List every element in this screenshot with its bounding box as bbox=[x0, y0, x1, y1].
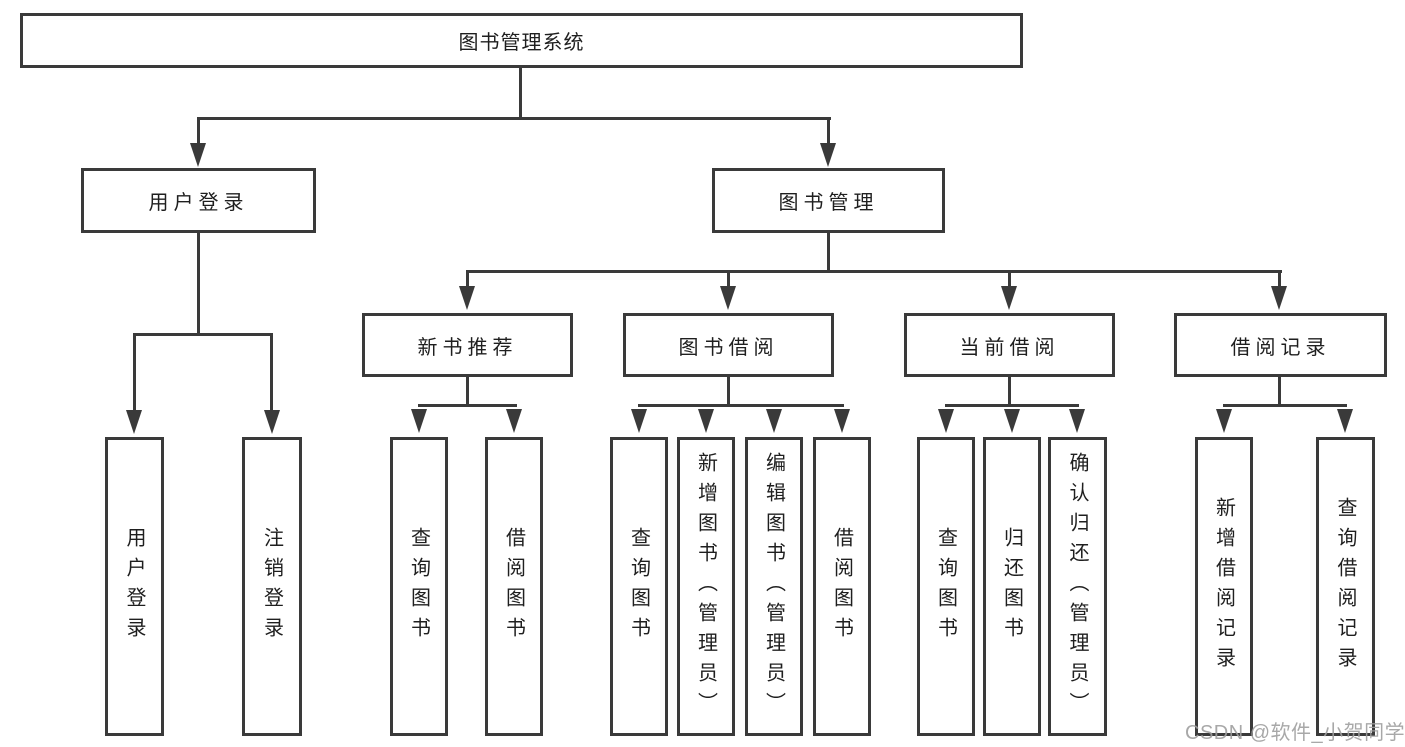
arrowhead-down-icon bbox=[1001, 286, 1017, 310]
connector-stem bbox=[197, 117, 200, 147]
arrowhead-down-icon bbox=[190, 143, 206, 167]
leaf-confirm-return-admin: 确认归还（管理员） bbox=[1048, 437, 1107, 736]
arrowhead-down-icon bbox=[1004, 409, 1020, 433]
leaf-add-books-admin: 新增图书（管理员） bbox=[677, 437, 735, 736]
node-book-management: 图书管理 bbox=[712, 168, 945, 233]
leaf-query-borrow-record: 查询借阅记录 bbox=[1316, 437, 1375, 736]
leaf-user-login: 用户登录 bbox=[105, 437, 164, 736]
arrowhead-down-icon bbox=[126, 410, 142, 434]
arrowhead-down-icon bbox=[1216, 409, 1232, 433]
leaf-query-books-3: 查询图书 bbox=[917, 437, 975, 736]
leaf-borrow-books-1: 借阅图书 bbox=[485, 437, 543, 736]
arrowhead-down-icon bbox=[820, 143, 836, 167]
leaf-return-books: 归还图书 bbox=[983, 437, 1041, 736]
leaf-logout: 注销登录 bbox=[242, 437, 302, 736]
connector-stem bbox=[1278, 270, 1281, 286]
connector-userlogin-vline bbox=[197, 233, 200, 336]
connector-stem bbox=[1008, 270, 1011, 286]
arrowhead-down-icon bbox=[720, 286, 736, 310]
connector-records-vline bbox=[1278, 377, 1281, 407]
arrowhead-down-icon bbox=[264, 410, 280, 434]
leaf-edit-books-admin: 编辑图书（管理员） bbox=[745, 437, 803, 736]
arrowhead-down-icon bbox=[698, 409, 714, 433]
node-book-borrow: 图书借阅 bbox=[623, 313, 834, 377]
arrowhead-down-icon bbox=[1337, 409, 1353, 433]
connector-stem bbox=[133, 333, 136, 411]
connector-stem bbox=[827, 117, 830, 147]
arrowhead-down-icon bbox=[938, 409, 954, 433]
connector-root-vline bbox=[519, 68, 522, 118]
connector-current-hline bbox=[945, 404, 1079, 407]
connector-records-hline bbox=[1223, 404, 1347, 407]
node-borrow-records: 借阅记录 bbox=[1174, 313, 1387, 377]
leaf-add-borrow-record: 新增借阅记录 bbox=[1195, 437, 1253, 736]
arrowhead-down-icon bbox=[834, 409, 850, 433]
leaf-borrow-books-2: 借阅图书 bbox=[813, 437, 871, 736]
connector-newbook-hline bbox=[418, 404, 517, 407]
connector-borrow-vline bbox=[727, 377, 730, 407]
arrowhead-down-icon bbox=[1069, 409, 1085, 433]
node-new-book-recommend: 新书推荐 bbox=[362, 313, 573, 377]
connector-borrow-hline bbox=[638, 404, 844, 407]
connector-stem bbox=[270, 333, 273, 411]
watermark: CSDN @软件_小贺同学 bbox=[1185, 722, 1405, 744]
connector-userlogin-hline bbox=[133, 333, 273, 336]
arrowhead-down-icon bbox=[1271, 286, 1287, 310]
node-system-root: 图书管理系统 bbox=[20, 13, 1023, 68]
leaf-query-books-1: 查询图书 bbox=[390, 437, 448, 736]
connector-stem bbox=[466, 270, 469, 286]
connector-current-vline bbox=[1008, 377, 1011, 407]
connector-root-hline bbox=[197, 117, 831, 120]
arrowhead-down-icon bbox=[459, 286, 475, 310]
arrowhead-down-icon bbox=[766, 409, 782, 433]
node-user-login: 用户登录 bbox=[81, 168, 316, 233]
connector-level3-hline bbox=[466, 270, 1282, 273]
connector-bookmgmt-vline bbox=[827, 233, 830, 273]
arrowhead-down-icon bbox=[506, 409, 522, 433]
leaf-query-books-2: 查询图书 bbox=[610, 437, 668, 736]
node-current-borrow: 当前借阅 bbox=[904, 313, 1115, 377]
arrowhead-down-icon bbox=[631, 409, 647, 433]
connector-stem bbox=[727, 270, 730, 286]
arrowhead-down-icon bbox=[411, 409, 427, 433]
connector-newbook-vline bbox=[466, 377, 469, 407]
